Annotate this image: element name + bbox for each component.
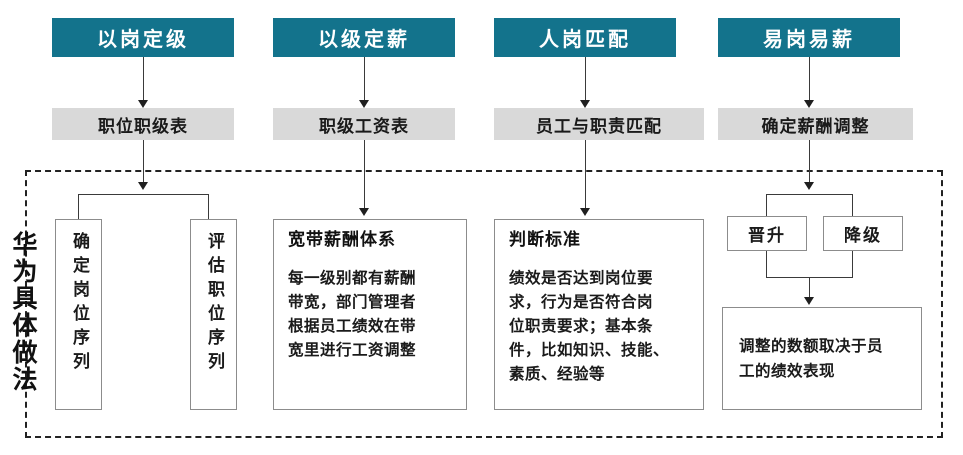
practice-box-4-result: 调整的数额取决于员 工的绩效表现: [722, 307, 922, 410]
arrowhead-header-stage-2: [359, 100, 369, 108]
arrowhead-header-stage-1: [138, 100, 148, 108]
vertical-label-char-3: 具: [12, 284, 38, 313]
branch-box-promotion: 晋升: [727, 216, 807, 251]
practice-box-2-body: 每一级别都有薪酬 带宽，部门管理者 根据员工绩效在带 宽里进行工资调整: [288, 266, 454, 362]
split-bracket-1: [78, 194, 209, 195]
practice-box-1b-text: 评估职位序列: [204, 232, 224, 376]
arrowhead-stage-box-2: [359, 208, 369, 216]
column-header-2: 以级定薪: [273, 18, 455, 57]
column-header-1: 以岗定级: [52, 18, 234, 57]
practice-box-2-line-2: 带宽，部门管理者: [288, 293, 417, 312]
arrowhead-stage-split-1: [138, 182, 148, 190]
connector-header-stage-1: [143, 57, 144, 101]
column-header-4: 易岗易薪: [718, 18, 900, 57]
connector-stage-branch-4: [809, 140, 810, 184]
arrowhead-merge-result-4: [804, 297, 814, 305]
vertical-label-char-2: 为: [12, 257, 38, 286]
practice-box-3-title: 判断标准: [509, 230, 581, 250]
practice-box-4-line-1: 调整的数额取决于员: [739, 337, 884, 356]
connector-stage-split-1: [143, 140, 144, 184]
huawei-practice-container: [25, 170, 943, 438]
vertical-section-label: 华为具体做法: [8, 222, 42, 402]
connector-header-stage-3: [585, 57, 586, 101]
practice-box-4-line-2: 工的绩效表现: [739, 361, 836, 380]
vertical-label-char-6: 法: [12, 365, 38, 394]
branch-bracket-4: [766, 194, 853, 195]
arrowhead-header-stage-4: [804, 100, 814, 108]
practice-box-3-body: 绩效是否达到岗位要 求，行为是否符合岗 位职责要求；基本条 件，比如知识、技能、…: [509, 266, 691, 386]
arrowhead-header-stage-3: [580, 100, 590, 108]
vertical-label-char-1: 华: [12, 230, 38, 259]
arrowhead-stage-branch-4: [804, 182, 814, 190]
arrowhead-stage-box-3: [580, 208, 590, 216]
practice-box-3: 判断标准 绩效是否达到岗位要 求，行为是否符合岗 位职责要求；基本条 件，比如知…: [494, 219, 704, 410]
column-stage-3: 员工与职责匹配: [494, 108, 704, 140]
branch-leg-right-4: [852, 194, 853, 216]
column-stage-2: 职级工资表: [273, 108, 455, 140]
practice-box-1a-text: 确定岗位序列: [69, 232, 89, 376]
merge-leg-right-4: [852, 251, 853, 277]
practice-box-1a: 确定岗位序列: [55, 219, 102, 410]
practice-box-2-title: 宽带薪酬体系: [288, 230, 396, 250]
practice-box-3-line-2: 求，行为是否符合岗: [509, 293, 654, 312]
merge-leg-left-4: [766, 251, 767, 277]
practice-box-3-line-3: 位职责要求；基本条: [509, 317, 654, 336]
practice-box-1b: 评估职位序列: [190, 219, 237, 410]
column-stage-4: 确定薪酬调整: [718, 108, 913, 140]
column-header-3: 人岗匹配: [494, 18, 676, 57]
practice-box-3-line-4: 件，比如知识、技能、: [509, 341, 670, 360]
connector-merge-result-4: [809, 277, 810, 299]
practice-box-2: 宽带薪酬体系 每一级别都有薪酬 带宽，部门管理者 根据员工绩效在带 宽里进行工资…: [273, 219, 467, 410]
vertical-label-char-4: 体: [12, 311, 38, 340]
practice-box-3-line-1: 绩效是否达到岗位要: [509, 269, 654, 288]
split-leg-right-1: [208, 194, 209, 220]
practice-box-2-line-3: 根据员工绩效在带: [288, 317, 417, 336]
split-leg-left-1: [78, 194, 79, 220]
connector-stage-box-2: [364, 140, 365, 212]
vertical-label-char-5: 做: [12, 338, 38, 367]
branch-leg-left-4: [766, 194, 767, 216]
practice-box-2-line-4: 宽里进行工资调整: [288, 341, 417, 360]
connector-header-stage-4: [809, 57, 810, 101]
connector-stage-box-3: [585, 140, 586, 212]
practice-box-2-line-1: 每一级别都有薪酬: [288, 269, 417, 288]
practice-box-3-line-5: 素质、经验等: [509, 365, 606, 384]
branch-box-demotion: 降级: [823, 216, 903, 251]
connector-header-stage-2: [364, 57, 365, 101]
column-stage-1: 职位职级表: [52, 108, 234, 140]
practice-box-4-result-body: 调整的数额取决于员 工的绩效表现: [739, 334, 883, 382]
